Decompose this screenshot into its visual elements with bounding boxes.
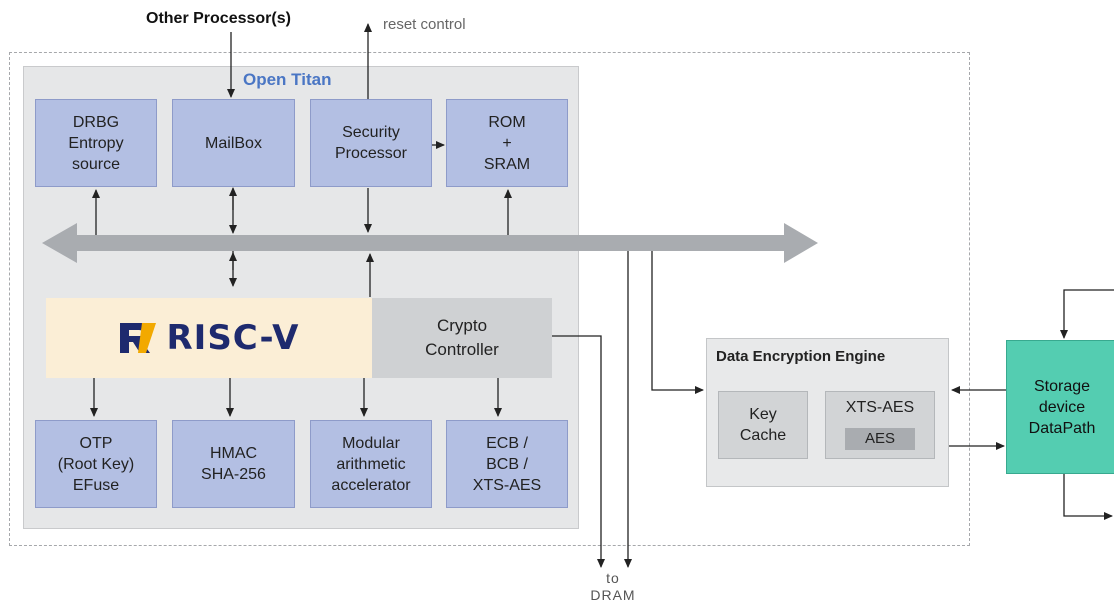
rom-sram-block: ROM + SRAM xyxy=(446,99,568,187)
riscv-logo-text: RISC-V xyxy=(166,318,300,358)
to-dram-label: to DRAM xyxy=(590,570,636,603)
dee-title: Data Encryption Engine xyxy=(716,348,886,365)
storage-device-datapath: Storage device DataPath xyxy=(1006,340,1114,474)
reset-control-label: reset control xyxy=(383,16,466,33)
outer-dashed-boundary xyxy=(9,52,970,546)
xts-aes-label: XTS-AES xyxy=(845,399,915,416)
riscv-logo-icon xyxy=(120,323,157,353)
modular-arithmetic-block: Modular arithmetic accelerator xyxy=(310,420,432,508)
aes-block: AES xyxy=(845,428,915,450)
riscv-core: RISC-V xyxy=(46,298,372,378)
open-titan-title: Open Titan xyxy=(243,70,332,89)
otp-block: OTP (Root Key) EFuse xyxy=(35,420,157,508)
security-processor-block: Security Processor xyxy=(310,99,432,187)
drbg-entropy-block: DRBG Entropy source xyxy=(35,99,157,187)
ecb-bcb-xts-block: ECB / BCB / XTS-AES xyxy=(446,420,568,508)
system-bus xyxy=(42,223,818,263)
crypto-controller-block: Crypto Controller xyxy=(372,298,552,378)
hmac-block: HMAC SHA-256 xyxy=(172,420,295,508)
mailbox-block: MailBox xyxy=(172,99,295,187)
key-cache-block: Key Cache xyxy=(718,391,808,459)
other-processors-label: Other Processor(s) xyxy=(146,10,291,27)
